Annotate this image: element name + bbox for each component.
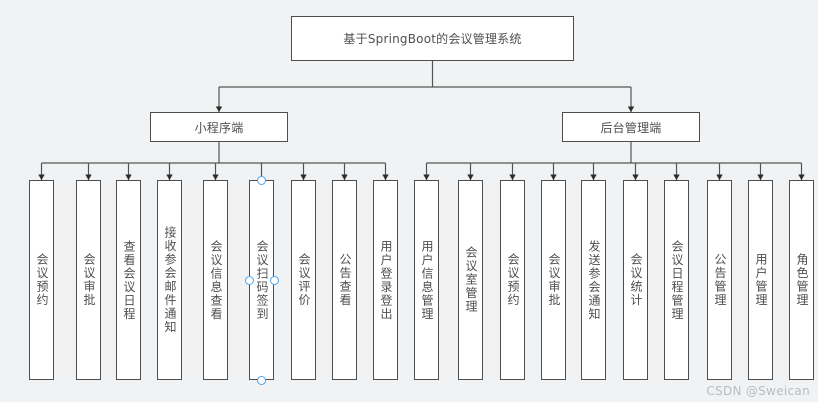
- node-branch-admin-backend[interactable]: 后台管理端: [562, 112, 700, 142]
- node-leaf[interactable]: 用户管理: [748, 180, 773, 380]
- node-leaf[interactable]: 接收参会邮件通知: [157, 180, 182, 380]
- node-leaf-label: 会议扫码签到: [255, 239, 269, 321]
- node-leaf[interactable]: 角色管理: [789, 180, 814, 380]
- selection-handle-left[interactable]: [244, 275, 254, 285]
- node-leaf[interactable]: 会议审批: [541, 180, 566, 380]
- node-leaf-label: 接收参会邮件通知: [163, 226, 177, 334]
- node-leaf[interactable]: 用户登录登出: [373, 180, 398, 380]
- node-leaf-label: 用户登录登出: [379, 239, 393, 321]
- node-root-label: 基于SpringBoot的会议管理系统: [343, 32, 522, 46]
- node-leaf-label: 会议预约: [506, 253, 520, 307]
- node-leaf[interactable]: 用户信息管理: [414, 180, 439, 380]
- node-leaf[interactable]: 会议统计: [623, 180, 648, 380]
- node-leaf[interactable]: 会议评价: [291, 180, 316, 380]
- node-leaf-label: 会议审批: [547, 253, 561, 307]
- node-leaf-label: 公告查看: [338, 253, 352, 307]
- node-branch-mini-program[interactable]: 小程序端: [150, 112, 288, 142]
- node-leaf[interactable]: 发送参会通知: [581, 180, 606, 380]
- node-leaf[interactable]: 会议室管理: [458, 180, 483, 380]
- node-leaf[interactable]: 会议预约: [29, 180, 54, 380]
- node-leaf-label: 公告管理: [713, 253, 727, 307]
- node-leaf-label: 角色管理: [795, 253, 809, 307]
- selection-handle-bottom[interactable]: [257, 375, 266, 385]
- node-leaf-label: 会议预约: [35, 253, 49, 307]
- node-leaf-label: 发送参会通知: [587, 239, 601, 321]
- node-leaf-label: 用户管理: [754, 253, 768, 307]
- node-leaf-label: 查看会议日程: [122, 239, 136, 321]
- node-leaf[interactable]: 会议信息查看: [203, 180, 228, 380]
- node-leaf-label: 会议信息查看: [209, 239, 223, 321]
- node-branch-label: 后台管理端: [600, 120, 662, 135]
- node-leaf[interactable]: 公告管理: [707, 180, 732, 380]
- node-leaf[interactable]: 会议审批: [76, 180, 101, 380]
- node-branch-label: 小程序端: [194, 120, 244, 135]
- node-root[interactable]: 基于SpringBoot的会议管理系统: [291, 16, 574, 61]
- node-leaf-label: 用户信息管理: [420, 239, 434, 321]
- node-leaf-label: 会议评价: [297, 253, 311, 307]
- node-leaf-label: 会议统计: [629, 253, 643, 307]
- node-leaf[interactable]: 会议预约: [500, 180, 525, 380]
- node-leaf-label: 会议审批: [82, 253, 96, 307]
- watermark: CSDN @Sweican: [706, 384, 810, 398]
- selection-handle-top[interactable]: [257, 175, 266, 185]
- node-leaf[interactable]: 查看会议日程: [116, 180, 141, 380]
- node-leaf[interactable]: 公告查看: [332, 180, 357, 380]
- node-leaf[interactable]: 会议日程管理: [664, 180, 689, 380]
- node-leaf-label: 会议日程管理: [670, 239, 684, 321]
- node-leaf-label: 会议室管理: [464, 246, 478, 314]
- selection-handle-right[interactable]: [269, 275, 279, 285]
